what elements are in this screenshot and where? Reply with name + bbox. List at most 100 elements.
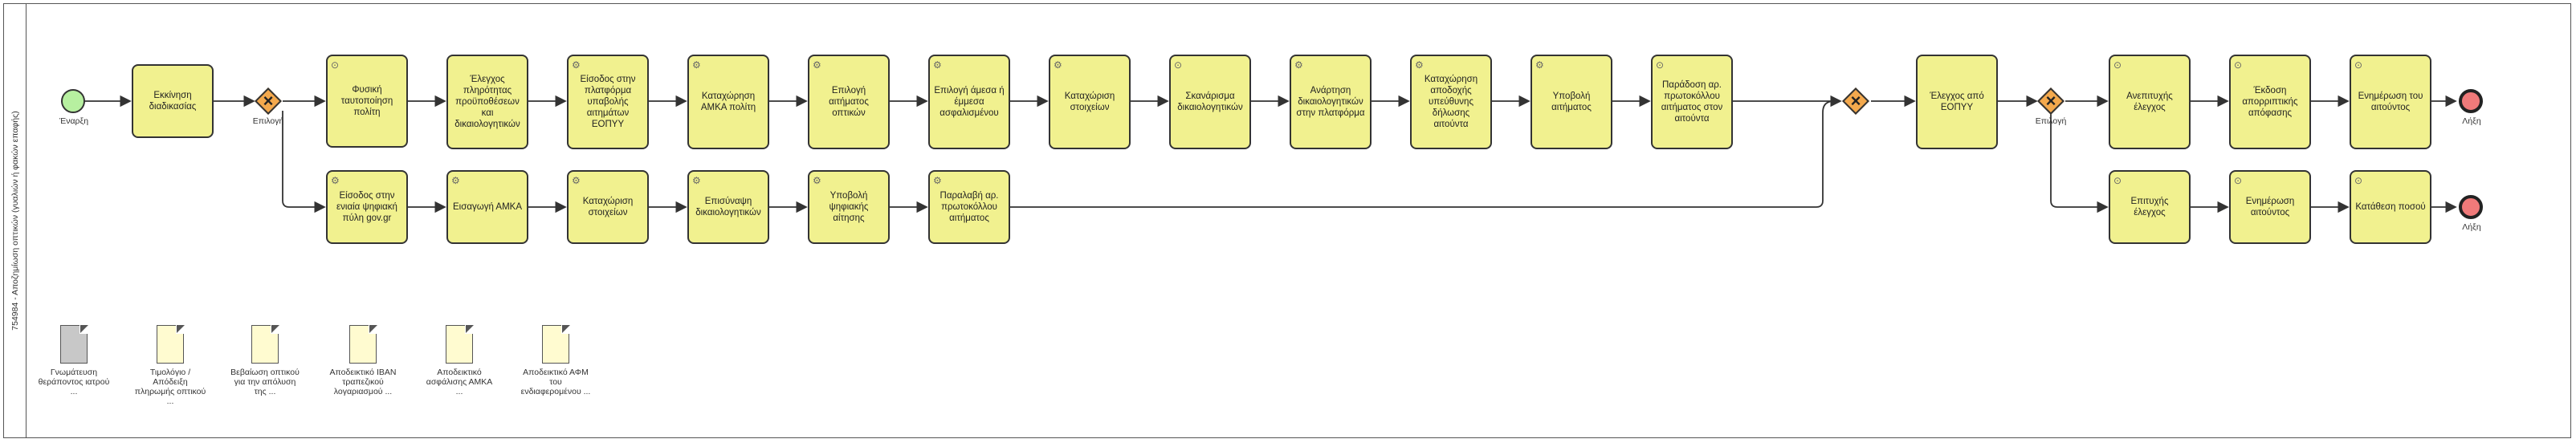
gear-icon: ⚙ (451, 175, 460, 186)
gateway-3-label: Επιλογή (2035, 116, 2067, 126)
end-event-2-label: Λήξη (2462, 222, 2481, 232)
user-icon: ⊙ (1656, 59, 1665, 71)
task-identify-citizen[interactable]: ⊙ Φυσική ταυτοποίηση πολίτη (326, 55, 408, 148)
gear-icon: ⚙ (572, 175, 581, 186)
gear-icon: ⚙ (692, 59, 701, 71)
task-label: Είσοδος στην πλατφόρμα υπαβολής αιτημάτω… (580, 75, 636, 129)
task-label: Είσοδος στην ενιαία ψηφιακή πύλη gov.gr (336, 191, 397, 223)
task-digital-submit[interactable]: ⚙ Υποβολή ψηφιακής αίτησης (808, 170, 890, 244)
task-login-eopyy[interactable]: ⚙ Είσοδος στην πλατφόρμα υπαβολής αιτημάτ… (567, 55, 649, 149)
end-event-2[interactable] (2459, 195, 2483, 219)
document-label: Τιμολόγιο / Απόδειξη πληρωμής οπτικού ..… (134, 368, 206, 406)
gear-icon: ⚙ (1535, 59, 1544, 71)
start-event-label: Έναρξη (59, 116, 89, 126)
document-icon[interactable] (60, 324, 88, 364)
gateway-1-label: Επιλογή (252, 116, 284, 126)
gear-icon: ⚙ (572, 59, 581, 71)
task-start-process[interactable]: Εκκίνηση διαδικασίας (132, 64, 214, 138)
gear-icon: ⚙ (1294, 59, 1303, 71)
task-receive-protocol[interactable]: ⚙ Παραλαβή αρ. πρωτοκόλλου αιτήματος (928, 170, 1010, 244)
gear-icon: ⚙ (331, 175, 340, 186)
gear-icon: ⚙ (1415, 59, 1424, 71)
task-responsibility-declaration[interactable]: ⚙Καταχώρηση αποδοχής υπεύθυνης δήλωσης α… (1410, 55, 1492, 149)
task-select-request[interactable]: ⚙Επιλογή αιτήματος οπτικών (808, 55, 890, 149)
document-icon[interactable] (349, 324, 377, 364)
end-event-1-label: Λήξη (2462, 116, 2481, 126)
task-label: Εισαγωγή ΑΜΚΑ (453, 202, 522, 212)
task-data-entry-2[interactable]: ⚙Καταχώριση στοιχείων (567, 170, 649, 244)
task-label: Καταχώρηση αποδοχής υπεύθυνης δήλωσης αι… (1424, 75, 1478, 129)
user-icon: ⊙ (2234, 59, 2243, 71)
task-label: Εκκίνηση διαδικασίας (149, 91, 197, 112)
gear-icon: ⚙ (692, 175, 701, 186)
gateway-x-icon: × (1850, 91, 1861, 111)
user-icon: ⊙ (1174, 59, 1183, 71)
task-submit-request[interactable]: ⚙ Υποβολή αιτήματος (1531, 55, 1612, 149)
gateway-x-icon: × (263, 91, 274, 111)
task-label: Έκδοση απορριπτικής απόφασης (2242, 86, 2298, 118)
document-label: Αποδεικτικό IBAN τραπεζικού λογαριασμού … (329, 368, 397, 396)
task-label: Επιλογή αιτήματος οπτικών (829, 86, 869, 118)
task-label: Επιλογή άμεσα ή έμμεσα ασφαλισμένου (934, 86, 1005, 118)
lane-header: 754984 - Αποζημίωση οπτικών (γυαλιών ή φ… (4, 4, 26, 437)
task-reject-decision[interactable]: ⊙ Έκδοση απορριπτικής απόφασης (2229, 55, 2311, 149)
user-icon: ⊙ (2354, 175, 2363, 186)
task-attach-documents[interactable]: ⚙ Επισύναψη δικαιολογητικών (687, 170, 769, 244)
task-label: Ανάρτηση δικαιολογητικών στην πλατφόρμα (1296, 86, 1365, 118)
task-label: Καταχώριση στοιχείων (1064, 91, 1115, 112)
user-icon: ⊙ (2113, 59, 2122, 71)
end-event-1[interactable] (2459, 89, 2483, 113)
task-success-check[interactable]: ⊙ Επιτυχής έλεγχος (2109, 170, 2191, 244)
document-icon[interactable] (542, 324, 570, 364)
user-icon: ⊙ (331, 59, 340, 71)
task-failed-check[interactable]: ⊙ Ανεπιτυχής έλεγχος (2109, 55, 2191, 149)
task-check-requirements[interactable]: Έλεγχος πληρότητας προϋποθέσεων και δικα… (446, 55, 528, 149)
task-label: Υποβολή ψηφιακής αίτησης (829, 191, 869, 223)
task-label: Παράδοση αρ. πρωτοκόλλου αιτήματος στον … (1661, 80, 1723, 124)
task-label: Ενημέρωση αιτούντος (2245, 197, 2295, 217)
task-scan-documents[interactable]: ⊙ Σκανάρισμα δικαιολογητικών (1169, 55, 1251, 149)
document-icon[interactable] (157, 324, 185, 364)
gear-icon: ⚙ (813, 175, 821, 186)
gateway-x-icon: × (2045, 91, 2056, 111)
task-label: Καταχώρηση ΑΜΚΑ πολίτη (700, 91, 756, 112)
document-label: Αποδεικτικό ΑΦΜ του ενδιαφερομένου ... (520, 368, 591, 396)
document-icon[interactable] (251, 324, 279, 364)
task-label: Κατάθεση ποσού (2355, 202, 2426, 212)
user-icon: ⊙ (2113, 175, 2122, 186)
task-notify-failed[interactable]: ⊙ Ενημέρωση του αιτούντος (2350, 55, 2431, 149)
task-amka-input[interactable]: ⚙ Εισαγωγή ΑΜΚΑ (446, 170, 528, 244)
task-label: Έλεγχος από ΕΟΠΥΥ (1930, 91, 1984, 112)
task-label: Παραλαβή αρ. πρωτοκόλλου αιτήματος (940, 191, 999, 223)
document-label: Αποδεικτικό ασφάλισης ΑΜΚΑ ... (426, 368, 493, 396)
task-data-entry[interactable]: ⚙ Καταχώριση στοιχείων (1049, 55, 1131, 149)
task-label: Ανεπιτυχής έλεγχος (2126, 91, 2173, 112)
gear-icon: ⚙ (933, 175, 942, 186)
task-label: Υποβολή αιτήματος (1551, 91, 1592, 112)
process-pool: 754984 - Αποζημίωση οπτικών (γυαλιών ή φ… (3, 3, 2571, 438)
document-icon[interactable] (446, 324, 474, 364)
start-event[interactable] (61, 89, 85, 113)
gear-icon: ⚙ (1054, 59, 1062, 71)
task-label: Έλεγχος πληρότητας προϋποθέσεων και δικα… (454, 75, 520, 129)
document-label: Βεβαίωση οπτικού για την απόλυση της ... (230, 368, 300, 396)
task-notify-success[interactable]: ⊙Ενημέρωση αιτούντος (2229, 170, 2311, 244)
task-upload-documents[interactable]: ⚙ Ανάρτηση δικαιολογητικών στην πλατφόρμα (1290, 55, 1372, 149)
task-label: Ενημέρωση του αιτούντος (2358, 91, 2423, 112)
task-eopyy-check[interactable]: Έλεγχος από ΕΟΠΥΥ (1916, 55, 1998, 149)
task-deliver-protocol[interactable]: ⊙ Παράδοση αρ. πρωτοκόλλου αιτήματος στον… (1651, 55, 1733, 149)
task-label: Φυσική ταυτοποίηση πολίτη (340, 85, 393, 117)
task-label: Επιτυχής έλεγχος (2130, 197, 2169, 217)
task-deposit-amount[interactable]: ⊙ Κατάθεση ποσού (2350, 170, 2431, 244)
task-label: Σκανάρισμα δικαιολογητικών (1177, 91, 1243, 112)
gear-icon: ⚙ (933, 59, 942, 71)
user-icon: ⊙ (2234, 175, 2243, 186)
task-label: Επισύναψη δικαιολογητικών (695, 197, 761, 217)
task-amka-entry[interactable]: ⚙ Καταχώρηση ΑΜΚΑ πολίτη (687, 55, 769, 149)
task-select-insured[interactable]: ⚙ Επιλογή άμεσα ή έμμεσα ασφαλισμένου (928, 55, 1010, 149)
task-gov-login[interactable]: ⚙ Είσοδος στην ενιαία ψηφιακή πύλη gov.gr (326, 170, 408, 244)
user-icon: ⊙ (2354, 59, 2363, 71)
document-label: Γνωμάτευση θεράποντος ιατρού ... (38, 368, 110, 396)
task-label: Καταχώριση στοιχείων (582, 197, 634, 217)
